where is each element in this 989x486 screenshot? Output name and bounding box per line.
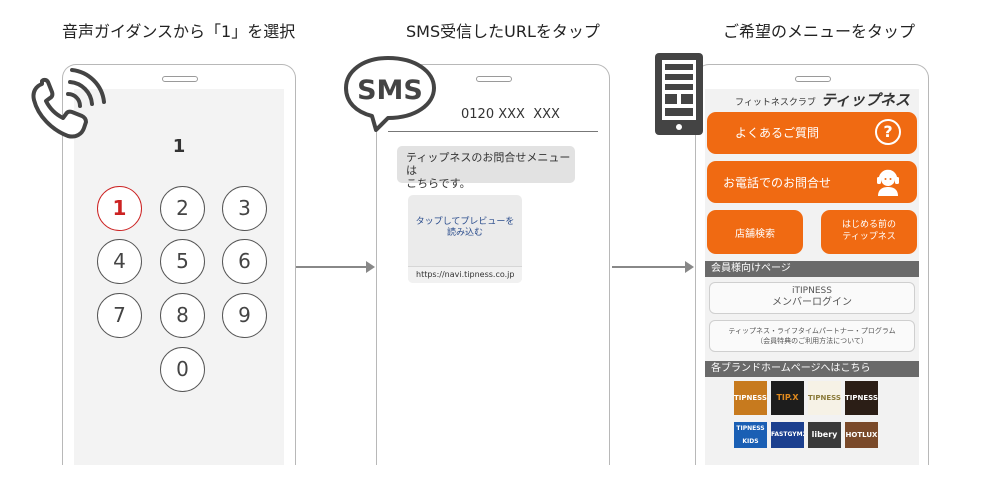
key-1[interactable]: 1 [97,186,142,231]
sms-message-text: ティップネスのお問合せメニューは こちらです。 [406,151,571,190]
key-6[interactable]: 6 [222,239,267,284]
smartphone-menu-icon [655,53,703,135]
brand-logo-tipness[interactable]: TIPNESS [734,381,767,415]
member-section-header: 会員様向けページ [705,261,919,277]
sms-badge-text: SMS [357,75,423,106]
key-8[interactable]: 8 [160,293,205,338]
store-search-button[interactable]: 店舗検索 [707,210,803,254]
phone-speaker [795,76,831,82]
step1-title: 音声ガイダンスから「1」を選択 [62,22,296,41]
key-5[interactable]: 5 [160,239,205,284]
key-2[interactable]: 2 [160,186,205,231]
step2-title: SMS受信したURLをタップ [406,22,600,41]
phone-website: フィットネスクラブ ティップネス よくあるご質問 ? お電話でのお問合せ 店舗検… [695,64,929,465]
phone-inquiry-button[interactable]: お電話でのお問合せ [707,161,917,203]
key-9[interactable]: 9 [222,293,267,338]
lifetime-line1: ティップネス・ライフタイムパートナー・プログラム [728,327,896,335]
itipness-line1: iTIPNESS [792,286,832,296]
first-time-button[interactable]: はじめる前の ティップネス [821,210,917,254]
question-icon: ? [875,119,901,145]
phone-dialer: 1 1 2 3 4 5 6 7 8 9 0 [62,64,296,465]
sms-sender: 0120 XXX XXX [461,107,560,122]
lifetime-program-button[interactable]: ティップネス・ライフタイムパートナー・プログラム （会員特典のご利用方法について… [709,320,915,352]
arrow-2-to-3 [612,261,694,273]
lifetime-line2: （会員特典のご利用方法について） [756,337,868,345]
sms-message-bubble: ティップネスのお問合せメニューは こちらです。 [397,146,575,190]
store-search-label: 店舗検索 [735,229,775,240]
site-logo: フィットネスクラブ ティップネス [735,89,910,111]
key-7[interactable]: 7 [97,293,142,338]
phone-sms: 0120 XXX XXX ティップネスのお問合せメニューは こちらです。 タップ… [376,64,610,465]
faq-button[interactable]: よくあるご質問 ? [707,112,917,154]
operator-headset-icon [877,169,899,196]
link-preview-card[interactable]: タップしてプレビューを 読み込む https://navi.tipness.co… [408,195,522,283]
phone-inquiry-label: お電話でのお問合せ [723,176,832,190]
itipness-line2: メンバーログイン [772,297,852,308]
key-3[interactable]: 3 [222,186,267,231]
key-4[interactable]: 4 [97,239,142,284]
brands-section-header: 各ブランドホームページへはこちら [705,361,919,377]
brand-logo-libery[interactable]: libery [808,422,841,448]
phone-call-icon [31,68,106,139]
brand-logo-tipx-tokyo[interactable]: TIP.X TOKYO [771,381,804,415]
dialer-screen: 1 1 2 3 4 5 6 7 8 9 0 [74,89,284,465]
key-0[interactable]: 0 [160,347,205,392]
phone-speaker [162,76,198,82]
first-time-label: はじめる前の ティップネス [841,220,896,242]
brand-logo-fastgym24[interactable]: FASTGYM24 [771,422,804,448]
brand-logo-tipness-kids[interactable]: TIPNESS KIDS [734,422,767,448]
preview-url-bar: https://navi.tipness.co.jp [408,266,522,283]
logo-small-text: フィットネスクラブ [735,98,816,108]
itipness-login-button[interactable]: iTIPNESS メンバーログイン [709,282,915,314]
sms-screen: 0120 XXX XXX ティップネスのお問合せメニューは こちらです。 タップ… [388,89,598,465]
brand-logo-tipness-dark[interactable]: TIPNESS [845,381,878,415]
phone-speaker [476,76,512,82]
preview-url[interactable]: https://navi.tipness.co.jp [416,270,515,279]
dialed-number: 1 [172,136,186,157]
website-screen: フィットネスクラブ ティップネス よくあるご質問 ? お電話でのお問合せ 店舗検… [705,89,919,465]
sms-bubble-icon: SMS [344,56,436,132]
logo-large-text: ティップネス [820,91,911,109]
step3-title: ご希望のメニューをタップ [723,22,916,41]
faq-label: よくあるご質問 [735,126,820,140]
brand-logo-hotlux[interactable]: HOTLUX [845,422,878,448]
brand-logo-tipness-gold[interactable]: TIPNESS [808,381,841,415]
arrow-1-to-2 [293,261,375,273]
preview-load-link[interactable]: タップしてプレビューを 読み込む [415,217,515,238]
